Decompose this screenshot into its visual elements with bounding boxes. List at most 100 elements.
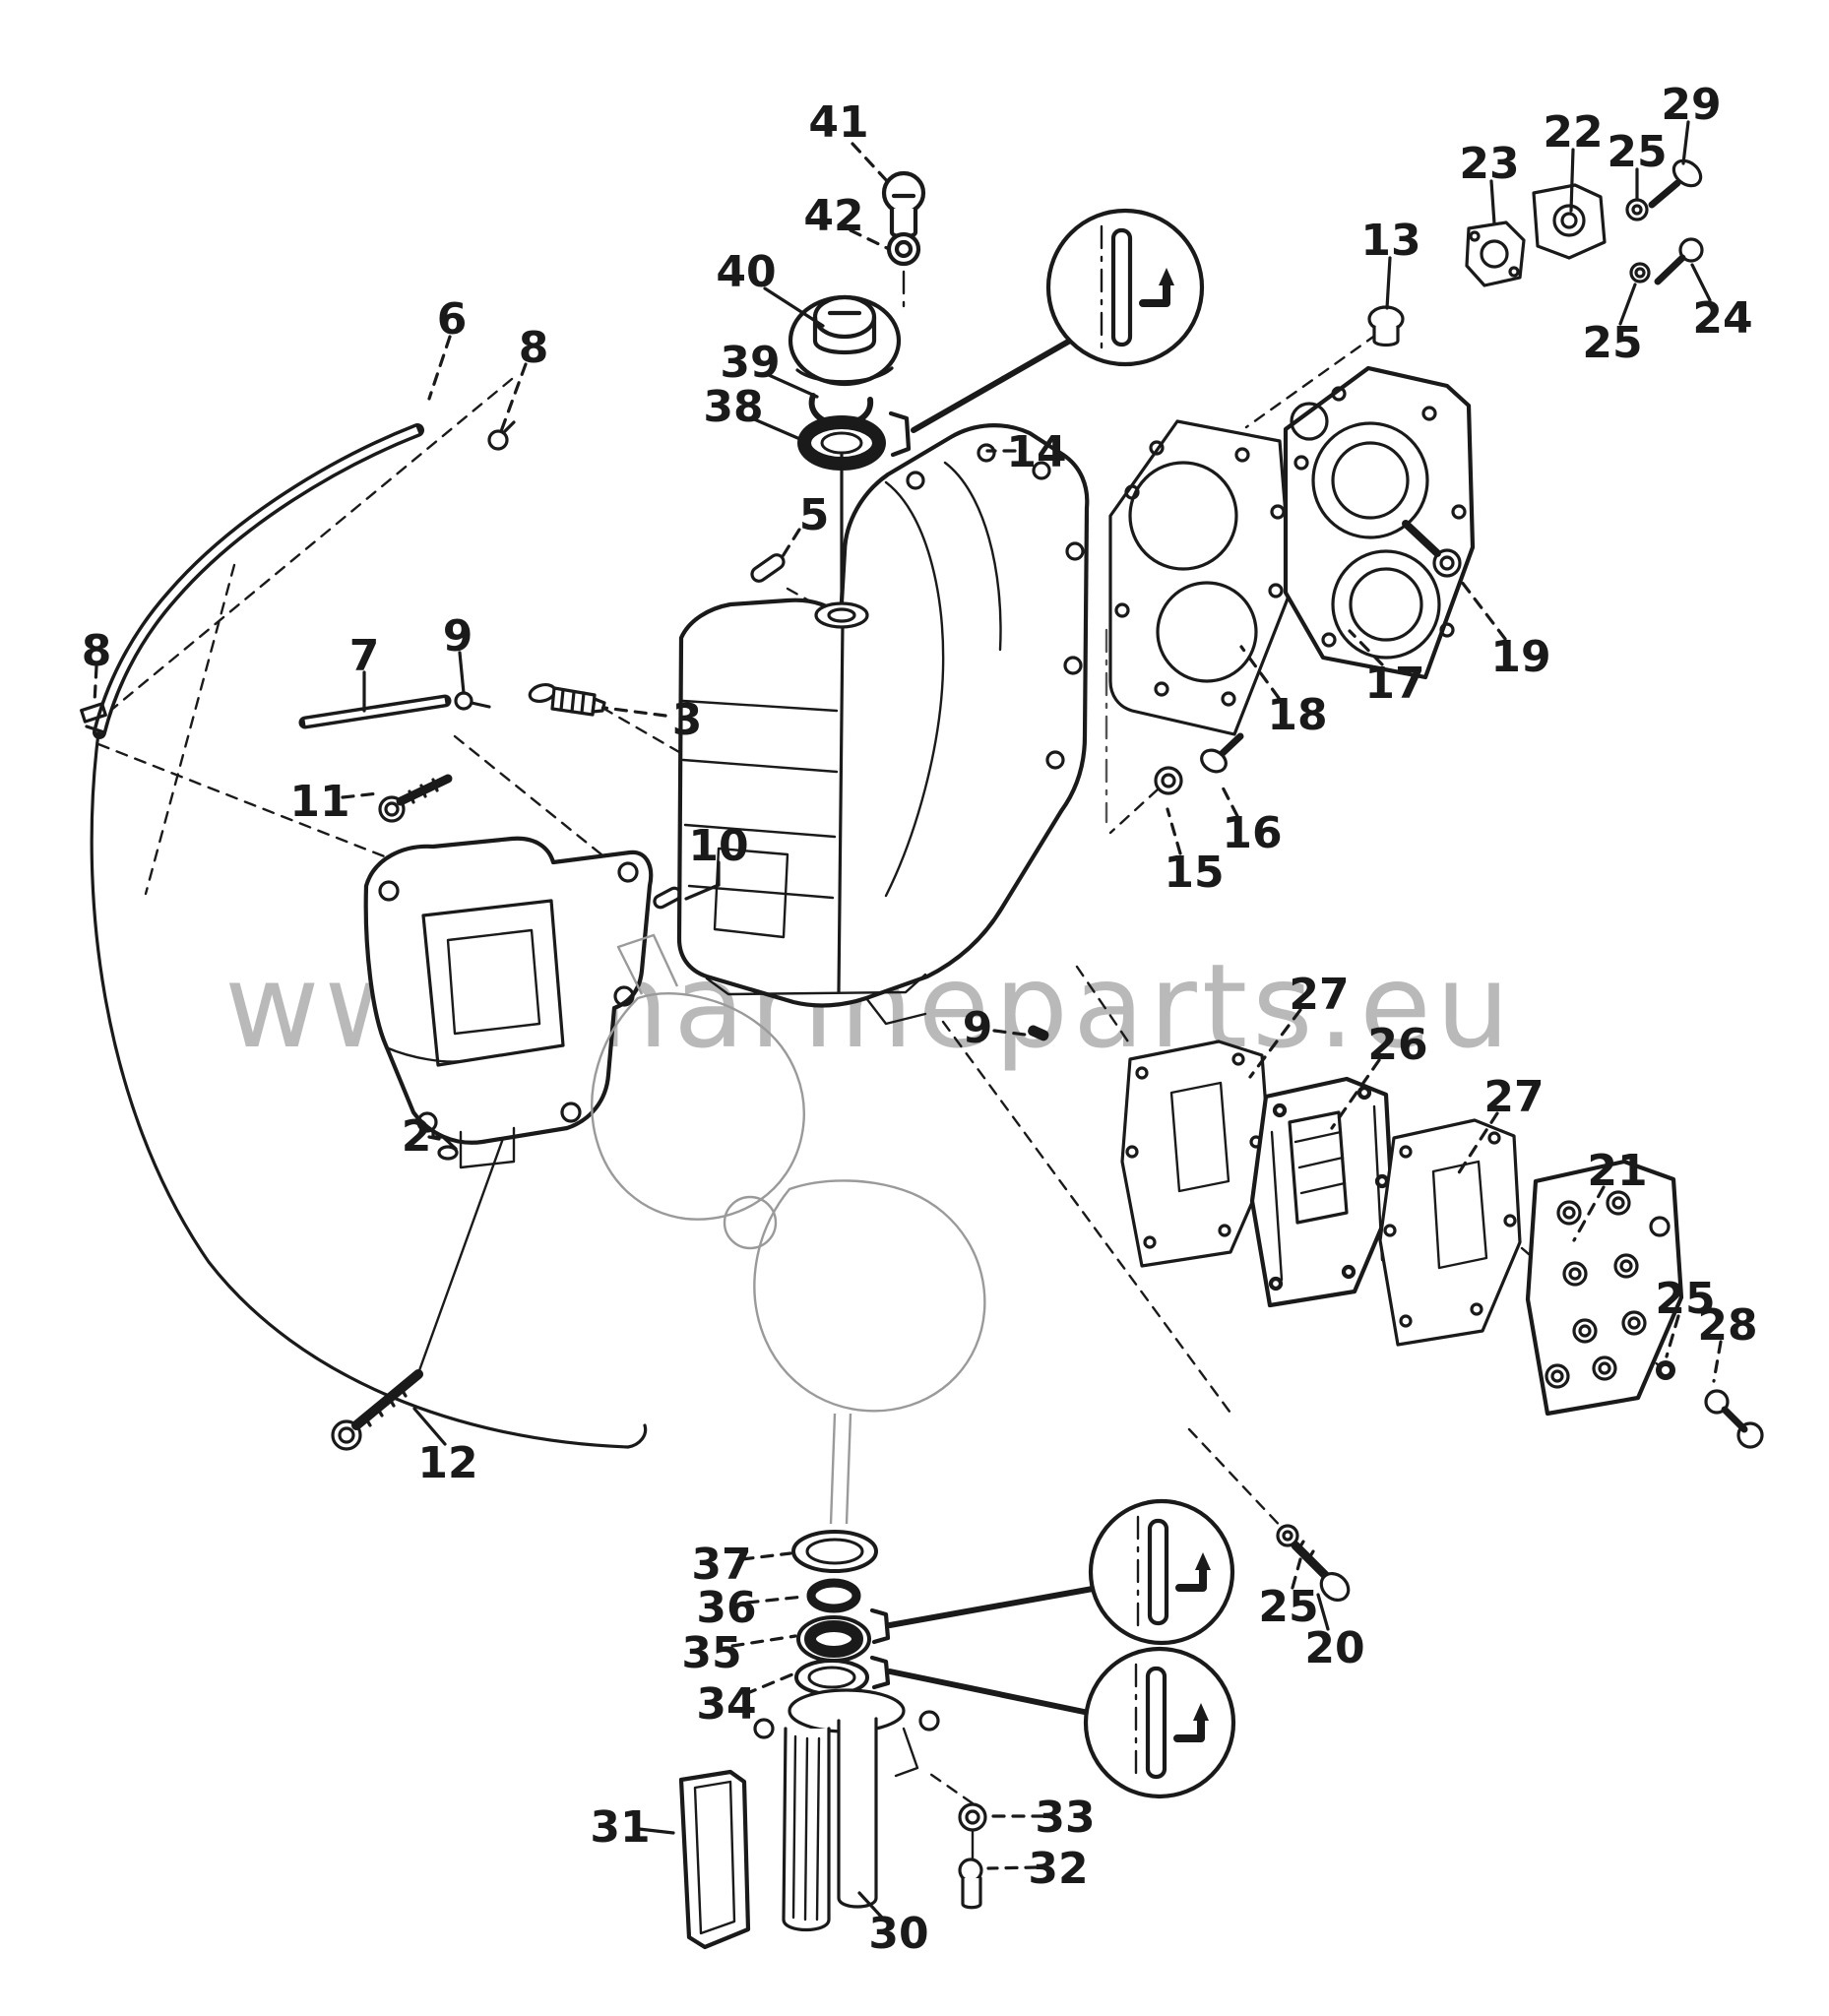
part-number-28: 28 [1697, 1300, 1757, 1351]
part-label-12: 12 [412, 1407, 478, 1488]
part-label-34: 34 [696, 1672, 794, 1730]
part-number-31: 31 [590, 1802, 650, 1853]
part-number-9: 9 [963, 1003, 993, 1053]
bolt-19 [1402, 520, 1462, 578]
callout-brackets [869, 410, 912, 1690]
callout-circle-1 [911, 208, 1205, 433]
nut-42 [886, 231, 921, 267]
part-number-7: 7 [349, 631, 380, 681]
part-number-25: 25 [1258, 1582, 1318, 1632]
washer-25-bottom [1276, 1524, 1299, 1547]
part-number-37: 37 [691, 1540, 751, 1590]
part-label-9: 9 [443, 611, 473, 695]
part-number-35: 35 [681, 1628, 741, 1678]
part-label-24: 24 [1690, 263, 1753, 344]
part-number-5: 5 [799, 490, 830, 540]
part-label-22: 22 [1543, 107, 1604, 213]
part-number-13: 13 [1360, 216, 1420, 266]
part-label-14: 14 [985, 427, 1067, 477]
part-label-40: 40 [716, 247, 825, 328]
part-number-25: 25 [1655, 1274, 1715, 1324]
part-number-12: 12 [417, 1438, 477, 1488]
crankcase-half [363, 836, 654, 1169]
part-label-25: 25 [1582, 283, 1643, 368]
bolt-29 [1648, 158, 1703, 209]
washer-25-top [1625, 198, 1649, 221]
pump-body-30 [753, 1688, 940, 1931]
part-label-41: 41 [808, 97, 891, 185]
part-label-29: 29 [1661, 80, 1722, 165]
part-number-41: 41 [808, 97, 868, 148]
fuel-pipe-7 [298, 694, 452, 729]
fuel-hose-6 [90, 423, 648, 1449]
part-label-32: 32 [986, 1844, 1089, 1894]
part-number-42: 42 [803, 191, 863, 241]
part-number-10: 10 [688, 821, 748, 871]
head-gasket-18 [1108, 419, 1293, 736]
part-label-11: 11 [289, 777, 380, 827]
part-number-18: 18 [1267, 690, 1327, 740]
part-number-16: 16 [1222, 808, 1282, 858]
part-label-9: 9 [963, 1003, 1027, 1053]
part-number-27: 27 [1289, 970, 1349, 1020]
part-number-36: 36 [696, 1583, 756, 1633]
part-label-28: 28 [1697, 1300, 1758, 1383]
bolt-24 [1654, 237, 1704, 285]
oring-37 [791, 1530, 878, 1573]
part-number-21: 21 [1587, 1146, 1647, 1196]
part-label-15: 15 [1164, 807, 1225, 898]
part-label-8: 8 [498, 323, 549, 436]
part-label-31: 31 [590, 1802, 675, 1853]
part-number-2: 2 [402, 1111, 432, 1162]
bolt-32 [958, 1858, 983, 1910]
bolt-11 [378, 774, 453, 823]
bolt-12 [331, 1369, 423, 1451]
part-label-27: 27 [1454, 1072, 1545, 1179]
part-number-20: 20 [1304, 1623, 1364, 1673]
part-number-29: 29 [1661, 80, 1721, 130]
part-label-16: 16 [1218, 780, 1283, 858]
part-label-21: 21 [1572, 1146, 1648, 1242]
part-label-39: 39 [720, 338, 819, 399]
part-label-17: 17 [1348, 629, 1425, 709]
part-number-30: 30 [868, 1909, 928, 1959]
part-number-38: 38 [703, 382, 763, 432]
part-number-11: 11 [289, 777, 349, 827]
part-label-3: 3 [602, 695, 703, 745]
dowel-pin-9-lower [1028, 1025, 1049, 1041]
part-label-19: 19 [1456, 575, 1551, 682]
part-number-17: 17 [1364, 659, 1424, 709]
part-number-8: 8 [82, 626, 112, 676]
part-number-25: 25 [1582, 318, 1642, 368]
pipe-joint-9 [454, 691, 491, 711]
seal-35 [796, 1615, 871, 1663]
part-label-27: 27 [1248, 970, 1350, 1079]
washer-25-mid [1629, 262, 1651, 284]
part-number-3: 3 [672, 695, 703, 745]
part-label-30: 30 [857, 1891, 929, 1959]
cylinder-head-17 [1283, 365, 1476, 680]
callout-circle-3 [887, 1646, 1236, 1799]
part-number-25: 25 [1607, 127, 1667, 177]
part-label-5: 5 [778, 490, 830, 563]
part-number-9: 9 [443, 611, 473, 662]
part-number-39: 39 [720, 338, 780, 388]
reed-gasket-27a [1120, 1040, 1272, 1268]
part-number-23: 23 [1459, 139, 1519, 189]
housing-22 [1532, 183, 1607, 260]
oring-36 [806, 1578, 861, 1613]
part-number-19: 19 [1490, 632, 1550, 682]
part-label-13: 13 [1360, 216, 1421, 310]
part-number-8: 8 [519, 323, 549, 373]
part-number-24: 24 [1692, 293, 1752, 344]
washer-25-reed [1656, 1360, 1675, 1380]
part-label-37: 37 [691, 1540, 792, 1590]
part-number-14: 14 [1006, 427, 1066, 477]
part-label-25: 25 [1607, 127, 1668, 202]
union-bolt-13 [1367, 305, 1405, 347]
dowel-pin-5 [750, 553, 786, 583]
part-number-6: 6 [437, 294, 468, 345]
part-number-33: 33 [1035, 1793, 1095, 1843]
part-label-25: 25 [1655, 1274, 1716, 1358]
